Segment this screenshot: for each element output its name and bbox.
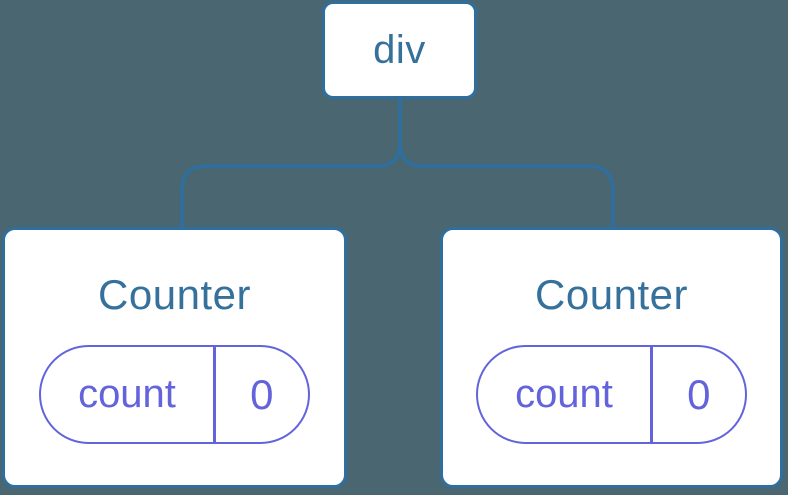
state-value: 0	[687, 370, 711, 418]
counter-right-title: Counter	[535, 271, 688, 318]
state-label: count	[515, 372, 613, 416]
connector-left-branch	[180, 97, 402, 230]
counter-left-state-pill: count 0	[39, 345, 310, 444]
counter-left-title: Counter	[98, 271, 251, 318]
node-counter-left: Counter count 0	[2, 227, 347, 488]
state-divider	[213, 347, 216, 442]
node-div-label: div	[373, 27, 426, 72]
connector-right-branch	[398, 97, 615, 230]
counter-right-state-pill: count 0	[476, 345, 747, 444]
node-counter-right: Counter count 0	[440, 227, 783, 488]
state-label: count	[78, 372, 176, 416]
node-div: div	[322, 1, 477, 99]
state-divider	[650, 347, 653, 442]
state-value: 0	[250, 370, 274, 418]
